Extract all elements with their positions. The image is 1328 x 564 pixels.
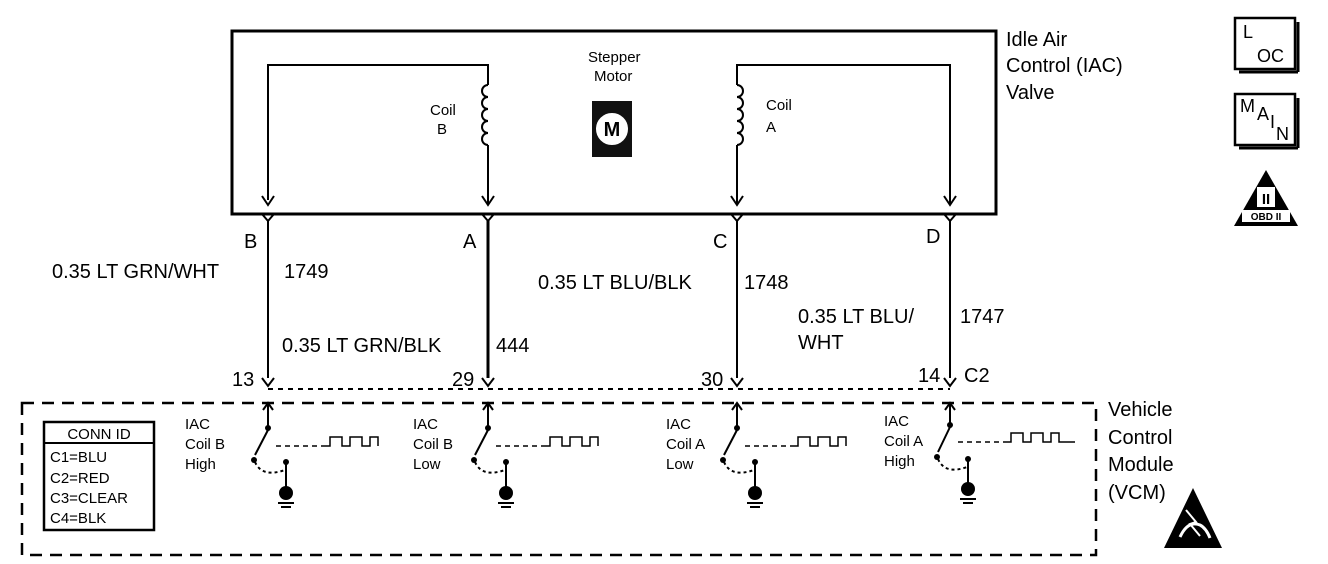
main-sub-a: A	[1257, 104, 1269, 124]
main-sub-n: N	[1276, 124, 1289, 144]
terminal-b: B	[244, 231, 257, 253]
coil-b-label-2: B	[437, 121, 447, 138]
conn-id-row-2: C2=RED	[50, 470, 110, 487]
coil-a-label-2: A	[766, 119, 776, 136]
wire-1747-circuit: 1747	[960, 306, 1005, 328]
ground-icon	[747, 486, 763, 508]
main-big-letter: M	[1240, 96, 1255, 116]
driver-4-label-3: High	[884, 453, 915, 470]
connector-label: C2	[964, 365, 990, 387]
coil-a-label-1: Coil	[766, 97, 792, 114]
obd-label: OBD II	[1251, 212, 1282, 223]
conn-id-row-3: C3=CLEAR	[50, 490, 128, 507]
iac-valve: Idle Air Control (IAC) Valve Coil B Coil	[230, 29, 1123, 216]
driver-3-label-2: Coil A	[666, 436, 705, 453]
conn-id-header: CONN ID	[67, 426, 131, 443]
vcm-box	[20, 401, 1098, 557]
iac-valve-title-2: Control (IAC)	[1006, 55, 1123, 77]
iac-valve-box	[230, 29, 998, 216]
terminal-a: A	[463, 231, 477, 253]
main-sub-i: I	[1270, 112, 1275, 132]
iac-valve-title-1: Idle Air	[1006, 29, 1067, 51]
vcm-pin-29: 29	[452, 369, 474, 391]
wire-444-circuit: 444	[496, 335, 529, 357]
vcm-title-4: (VCM)	[1108, 482, 1166, 504]
driver-2-label-2: Coil B	[413, 436, 453, 453]
driver-coil-b-high: IAC Coil B High	[185, 401, 379, 508]
iac-valve-title-3: Valve	[1006, 82, 1055, 104]
harness-wires	[267, 221, 951, 378]
ground-icon	[278, 486, 294, 508]
stepper-motor: Stepper Motor M	[588, 49, 641, 157]
stepper-motor-label-1: Stepper	[588, 49, 641, 66]
vcm-title-3: Module	[1108, 454, 1174, 476]
loc-big-letter: L	[1243, 22, 1253, 42]
motor-symbol: M	[604, 119, 621, 141]
wire-1749-color: 0.35 LT GRN/WHT	[52, 261, 219, 283]
driver-1-label-2: Coil B	[185, 436, 225, 453]
obd-ii-icon: II OBD II	[1234, 170, 1298, 226]
conn-id-table: CONN ID C1=BLU C2=RED C3=CLEAR C4=BLK	[42, 420, 156, 532]
driver-1-label-1: IAC	[185, 416, 210, 433]
driver-coil-a-high: IAC Coil A High	[884, 401, 1075, 504]
stepper-motor-label-2: Motor	[594, 68, 632, 85]
driver-4-label-2: Coil A	[884, 433, 923, 450]
coil-a: Coil A	[766, 97, 792, 136]
esd-warning-icon	[1164, 488, 1222, 548]
conn-id-row-4: C4=BLK	[50, 510, 106, 527]
driver-2-label-3: Low	[413, 456, 441, 473]
ground-icon	[960, 482, 976, 504]
terminal-c: C	[713, 231, 727, 253]
wire-1748-circuit: 1748	[744, 272, 789, 294]
coil-b-label-1: Coil	[430, 102, 456, 119]
wire-1747-color-2: WHT	[798, 332, 844, 354]
wire-1747-color-1: 0.35 LT BLU/	[798, 306, 914, 328]
vcm-pin-14: 14	[918, 365, 940, 387]
driver-4-label-1: IAC	[884, 413, 909, 430]
loc-sub-letters: OC	[1257, 46, 1284, 66]
ground-icon	[498, 486, 514, 508]
vcm-pin-13: 13	[232, 369, 254, 391]
wire-444-color: 0.35 LT GRN/BLK	[282, 335, 442, 357]
vcm: Vehicle Control Module (VCM)	[20, 399, 1174, 557]
driver-2-label-1: IAC	[413, 416, 438, 433]
vcm-title-2: Control	[1108, 427, 1172, 449]
main-icon: M A I N	[1233, 92, 1300, 150]
vcm-pin-30: 30	[701, 369, 723, 391]
obd-roman: II	[1262, 191, 1270, 208]
driver-3-label-1: IAC	[666, 416, 691, 433]
vcm-title-1: Vehicle	[1108, 399, 1173, 421]
driver-coil-a-low: IAC Coil A Low	[666, 401, 847, 508]
location-icon: L OC	[1233, 16, 1300, 74]
conn-id-row-1: C1=BLU	[50, 449, 107, 466]
driver-3-label-3: Low	[666, 456, 694, 473]
driver-coil-b-low: IAC Coil B Low	[413, 401, 599, 508]
coil-b: Coil B	[430, 102, 456, 138]
wire-1748-color: 0.35 LT BLU/BLK	[538, 272, 692, 294]
terminal-d: D	[926, 226, 940, 248]
vcm-pin-symbols	[261, 377, 957, 388]
driver-1-label-3: High	[185, 456, 216, 473]
wire-1749-circuit: 1749	[284, 261, 329, 283]
